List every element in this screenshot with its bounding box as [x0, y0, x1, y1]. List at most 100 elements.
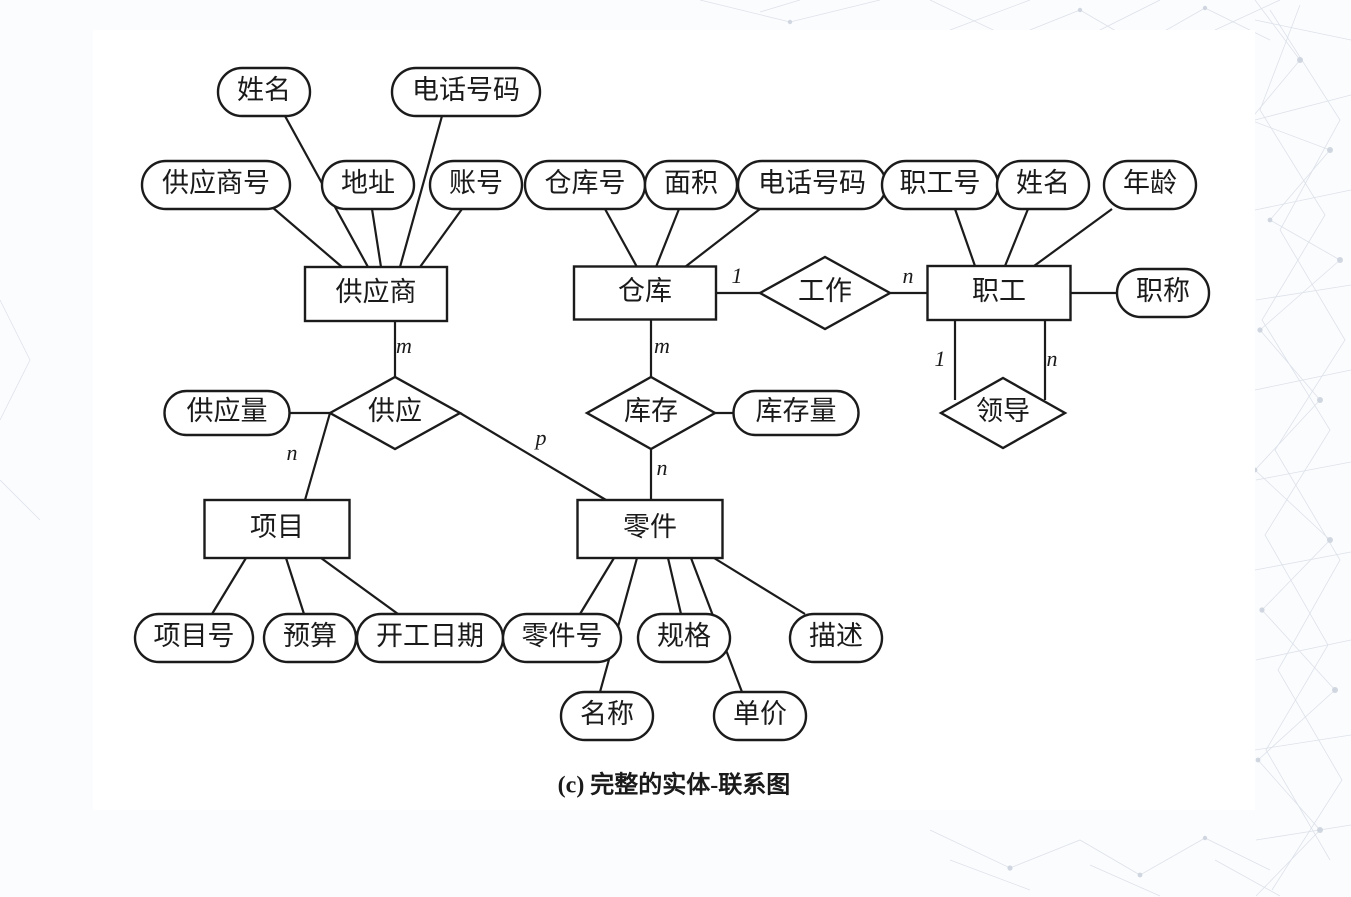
edge-sup-phone-to-supplier: [398, 115, 444, 268]
attribute-shape-part-spec: [636, 612, 732, 664]
entity-employee[interactable]: 职工: [926, 264, 1072, 322]
relationship-diamond-work: [757, 255, 893, 331]
edge-emp-id-to-employee: [953, 208, 977, 267]
attribute-emp-id[interactable]: 职工号: [880, 159, 1000, 211]
relationship-diamond-lead: [938, 376, 1068, 450]
entity-label-project: 项目: [250, 512, 304, 542]
attribute-part-price[interactable]: 单价: [712, 690, 808, 742]
attribute-shape-stock-qty: [732, 389, 860, 437]
card-supplier-supply: m: [396, 333, 412, 358]
attribute-shape-part-desc: [788, 612, 884, 664]
relationship-work[interactable]: 工作: [757, 255, 893, 331]
attribute-shape-part-name: [559, 690, 655, 742]
edge-wh-phone-to-warehouse: [684, 208, 761, 268]
edge-sup-id-to-supplier: [271, 206, 343, 268]
entity-warehouse[interactable]: 仓库: [572, 265, 718, 321]
relationship-label-stock: 库存: [624, 396, 678, 426]
attribute-emp-age[interactable]: 年龄: [1102, 159, 1198, 211]
entity-box-warehouse: [572, 265, 718, 321]
attribute-label-proj-start: 开工日期: [376, 621, 484, 651]
edge-wh-area-to-warehouse: [654, 208, 681, 268]
attribute-sup-phone[interactable]: 电话号码: [390, 66, 542, 118]
edge-emp-name-to-employee: [1003, 208, 1030, 267]
card-warehouse-stock: m: [654, 333, 670, 358]
edge-wh-id-to-warehouse: [604, 208, 638, 268]
attribute-shape-emp-age: [1102, 159, 1198, 211]
attribute-label-emp-name: 姓名: [1016, 168, 1070, 198]
attribute-label-part-price: 单价: [733, 699, 787, 729]
attribute-label-part-name: 名称: [580, 699, 634, 729]
attribute-label-supply-qty: 供应量: [187, 396, 268, 426]
edge-proj-start-to-project: [320, 557, 399, 615]
attribute-wh-id[interactable]: 仓库号: [523, 159, 647, 211]
attribute-part-desc[interactable]: 描述: [788, 612, 884, 664]
attribute-label-sup-addr: 地址: [341, 168, 395, 198]
attribute-shape-part-id: [501, 612, 623, 664]
entity-box-project: [203, 498, 351, 560]
attribute-shape-emp-name: [995, 159, 1091, 211]
entity-project[interactable]: 项目: [203, 498, 351, 560]
attribute-wh-phone[interactable]: 电话号码: [736, 159, 888, 211]
attribute-label-part-spec: 规格: [657, 621, 711, 651]
attribute-part-spec[interactable]: 规格: [636, 612, 732, 664]
edge-part-spec-to-part: [666, 557, 683, 615]
relationship-label-lead: 领导: [976, 396, 1030, 426]
relationship-diamond-stock: [584, 375, 718, 451]
attribute-shape-emp-title: [1115, 267, 1211, 319]
edge-emp-age-to-employee: [1033, 208, 1113, 267]
entity-box-part: [576, 498, 724, 560]
relationship-label-supply: 供应: [368, 396, 422, 426]
attribute-emp-name[interactable]: 姓名: [995, 159, 1091, 211]
edge-part-id-to-part: [579, 557, 615, 615]
attribute-sup-id[interactable]: 供应商号: [140, 159, 292, 211]
entity-label-warehouse: 仓库: [618, 276, 672, 306]
attribute-proj-id[interactable]: 项目号: [133, 612, 255, 664]
attribute-label-wh-area: 面积: [664, 168, 718, 198]
entity-label-supplier: 供应商: [336, 277, 417, 307]
attribute-label-sup-phone: 电话号码: [412, 75, 520, 105]
attribute-wh-area[interactable]: 面积: [643, 159, 739, 211]
attribute-shape-sup-phone: [390, 66, 542, 118]
attribute-supply-qty[interactable]: 供应量: [163, 389, 291, 437]
attribute-part-name[interactable]: 名称: [559, 690, 655, 742]
attribute-label-stock-qty: 库存量: [756, 396, 837, 426]
card-work-employee: n: [903, 263, 914, 288]
attribute-emp-title[interactable]: 职称: [1115, 267, 1211, 319]
edge-sup-addr-to-supplier: [370, 208, 383, 268]
attribute-sup-name[interactable]: 姓名: [216, 66, 312, 118]
attribute-label-sup-name: 姓名: [237, 75, 291, 105]
attribute-shape-sup-account: [428, 159, 524, 211]
card-supply-part: p: [534, 425, 547, 450]
attribute-label-proj-budget: 预算: [283, 621, 337, 651]
attribute-label-emp-age: 年龄: [1123, 168, 1177, 198]
relationship-stock[interactable]: 库存: [584, 375, 718, 451]
attribute-shape-sup-id: [140, 159, 292, 211]
entity-supplier[interactable]: 供应商: [303, 265, 449, 323]
card-warehouse-work: 1: [732, 263, 743, 288]
attribute-proj-start[interactable]: 开工日期: [355, 612, 505, 664]
attribute-part-id[interactable]: 零件号: [501, 612, 623, 664]
attribute-shape-proj-id: [133, 612, 255, 664]
attribute-shape-part-price: [712, 690, 808, 742]
attribute-sup-addr[interactable]: 地址: [320, 159, 416, 211]
figure-caption: (c) 完整的实体-联系图: [558, 771, 791, 799]
attribute-stock-qty[interactable]: 库存量: [732, 389, 860, 437]
attribute-label-sup-id: 供应商号: [162, 168, 270, 198]
attribute-proj-budget[interactable]: 预算: [262, 612, 358, 664]
attribute-label-sup-account: 账号: [449, 168, 503, 198]
card-supply-project: n: [287, 440, 298, 465]
attribute-label-wh-phone: 电话号码: [758, 168, 866, 198]
relationship-supply[interactable]: 供应: [327, 375, 463, 451]
relationship-lead[interactable]: 领导: [938, 376, 1068, 450]
attribute-label-proj-id: 项目号: [154, 621, 235, 651]
attribute-label-part-desc: 描述: [809, 621, 863, 651]
relationship-diamond-supply: [327, 375, 463, 451]
relationship-label-work: 工作: [798, 276, 852, 306]
entity-box-supplier: [303, 265, 449, 323]
entity-part[interactable]: 零件: [576, 498, 724, 560]
attribute-sup-account[interactable]: 账号: [428, 159, 524, 211]
edge-sup-account-to-supplier: [419, 208, 463, 268]
